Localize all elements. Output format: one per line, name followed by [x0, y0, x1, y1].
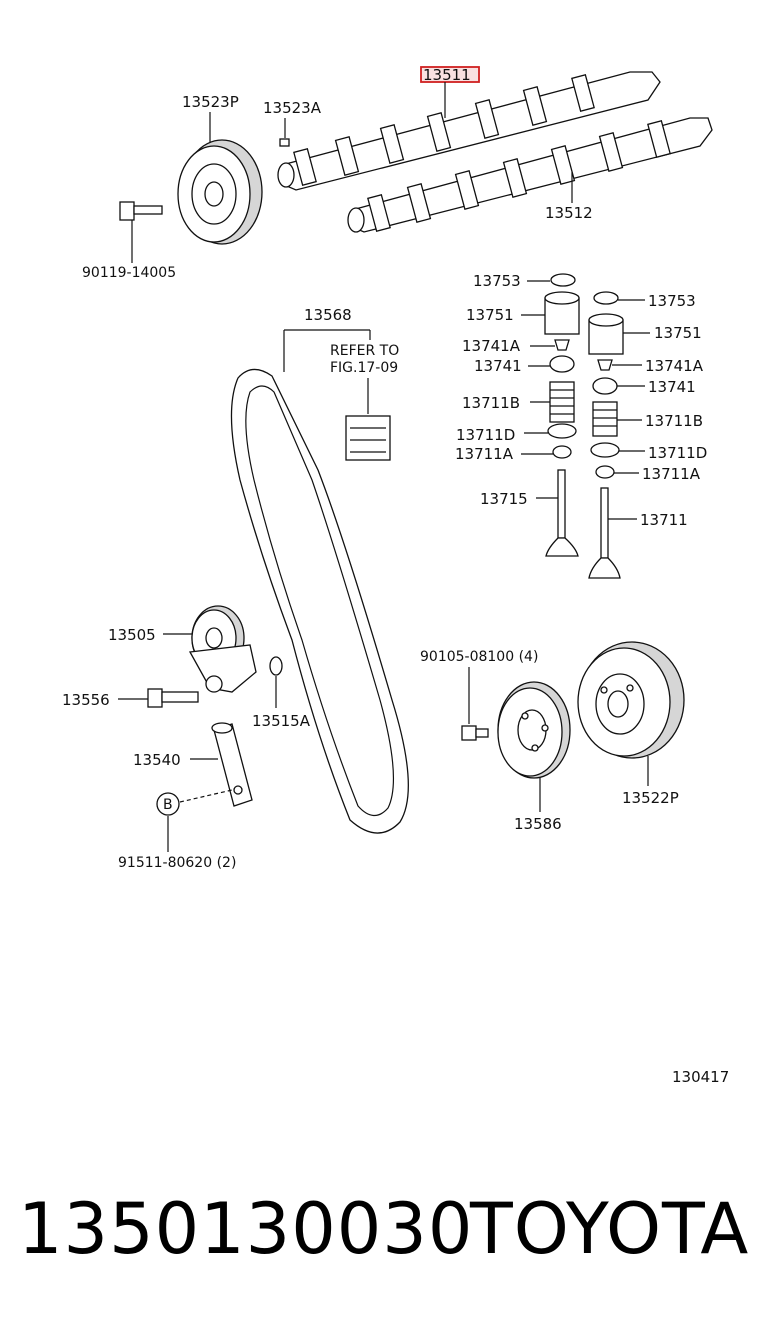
label-13556[interactable]: 13556: [62, 691, 110, 709]
seat-13711D-left[interactable]: [547, 423, 577, 439]
label-b: B: [163, 797, 173, 813]
bolt-90105-08100[interactable]: [461, 725, 489, 741]
exhaust-valve-13715[interactable]: [545, 469, 579, 557]
camshaft-timing-pulley-13523P[interactable]: [177, 139, 263, 245]
lifter-13751-left[interactable]: [544, 291, 580, 335]
keeper-13741A-left[interactable]: [554, 339, 570, 351]
figure-number: 130417: [672, 1068, 729, 1086]
label-13711D-right[interactable]: 13711D: [648, 444, 707, 462]
label-13711D-left[interactable]: 13711D: [456, 426, 515, 444]
seal-13711A-left[interactable]: [552, 445, 572, 459]
idler-pulley-13505[interactable]: [188, 605, 257, 693]
label-13751-left[interactable]: 13751: [466, 306, 514, 324]
belt-section-icon: [345, 415, 391, 461]
label-13512[interactable]: 13512: [545, 204, 593, 222]
label-refer-to: REFER TO: [330, 343, 399, 359]
spring-13711B-left[interactable]: [549, 381, 575, 423]
keeper-13741A-right[interactable]: [597, 359, 613, 371]
label-90105-08100[interactable]: 90105-08100 (4): [420, 649, 538, 665]
lifter-13751-right[interactable]: [588, 313, 624, 355]
highlight-box-13511: [420, 66, 480, 83]
camshaft-13511[interactable]: [277, 71, 661, 191]
spring-13711B-right[interactable]: [592, 401, 618, 437]
crankshaft-timing-pulley-13522P[interactable]: [577, 641, 685, 759]
label-13523A[interactable]: 13523A: [263, 99, 322, 117]
shim-13753-right[interactable]: [593, 291, 619, 305]
label-13741A-left[interactable]: 13741A: [462, 337, 521, 355]
label-fig-ref[interactable]: FIG.17-09: [330, 360, 398, 376]
label-13711A-left[interactable]: 13711A: [455, 445, 514, 463]
label-13505[interactable]: 13505: [108, 626, 156, 644]
crankshaft-pulley-13586[interactable]: [497, 681, 571, 779]
label-13522P[interactable]: 13522P: [622, 789, 679, 807]
label-13715[interactable]: 13715: [480, 490, 528, 508]
label-13515A[interactable]: 13515A: [252, 712, 311, 730]
label-13568[interactable]: 13568: [304, 306, 352, 324]
bolt-marker-b[interactable]: [156, 792, 180, 816]
label-13511[interactable]: 13511: [423, 66, 471, 84]
label-13753-right[interactable]: 13753: [648, 292, 696, 310]
label-91511-80620[interactable]: 91511-80620 (2): [118, 855, 236, 871]
label-13711[interactable]: 13711: [640, 511, 688, 529]
retainer-13741-left[interactable]: [549, 355, 575, 373]
label-13540[interactable]: 13540: [133, 751, 181, 769]
label-13586[interactable]: 13586: [514, 815, 562, 833]
intake-valve-13711[interactable]: [588, 487, 621, 579]
timing-belt-13568[interactable]: [230, 368, 409, 834]
seal-13711A-right[interactable]: [595, 465, 615, 479]
part-number-footer: 1350130030: [18, 1188, 474, 1270]
label-13711B-left[interactable]: 13711B: [462, 394, 520, 412]
pulley-key-13523A[interactable]: [279, 138, 290, 147]
washer-13515A[interactable]: [269, 656, 283, 676]
dashed-link-b: [179, 789, 233, 803]
label-13711A-right[interactable]: 13711A: [642, 465, 701, 483]
label-13741A-right[interactable]: 13741A: [645, 357, 704, 375]
seat-13711D-right[interactable]: [590, 442, 620, 458]
tensioner-13540[interactable]: [211, 722, 253, 807]
label-13523P[interactable]: 13523P: [182, 93, 239, 111]
label-13711B-right[interactable]: 13711B: [645, 412, 703, 430]
label-13741-left[interactable]: 13741: [474, 357, 522, 375]
label-13741-right[interactable]: 13741: [648, 378, 696, 396]
brand-footer: TOYOTA: [470, 1188, 750, 1270]
label-90119-14005[interactable]: 90119-14005: [82, 265, 176, 281]
bolt-90119-14005[interactable]: [119, 201, 163, 221]
bolt-13556[interactable]: [147, 688, 199, 708]
label-13753-left[interactable]: 13753: [473, 272, 521, 290]
shim-13753-left[interactable]: [550, 273, 576, 287]
retainer-13741-right[interactable]: [592, 377, 618, 395]
camshaft-13512[interactable]: [347, 117, 713, 233]
label-13751-right[interactable]: 13751: [654, 324, 702, 342]
